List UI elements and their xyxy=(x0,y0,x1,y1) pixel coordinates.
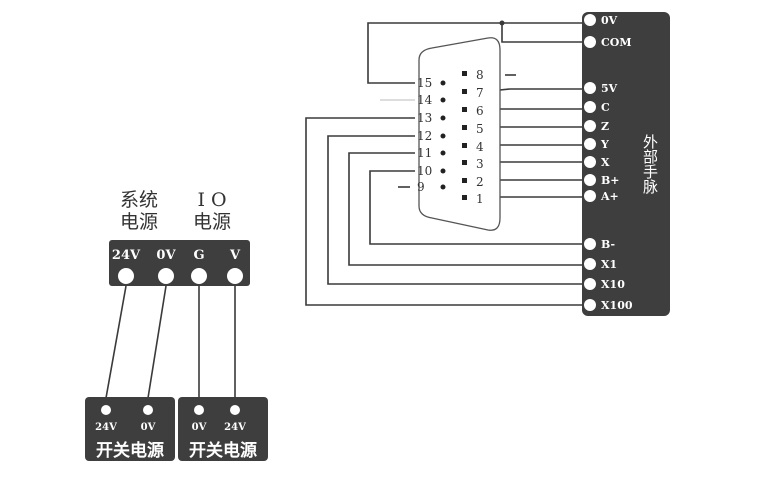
switch-power-right-pins: 0V 24V xyxy=(192,405,246,433)
db15-pin-dot xyxy=(462,71,467,76)
terminal-block-label: 24V xyxy=(112,248,141,263)
db15-pin-label: 10 xyxy=(417,164,432,178)
db15-pin-dot xyxy=(440,80,446,86)
db15-pin-dot xyxy=(440,133,446,139)
db15-pin-label: 1 xyxy=(476,192,484,206)
handwheel-terminal-dot xyxy=(584,238,596,250)
handwheel-terminal-label: 5V xyxy=(601,82,618,95)
terminal-block-screw xyxy=(227,268,243,284)
io-power-line2: 电源 xyxy=(193,211,231,233)
handwheel-terminal-label: Y xyxy=(600,138,609,151)
terminal-block-screw xyxy=(118,268,134,284)
handwheel-terminal-dot xyxy=(584,278,596,290)
system-power-line1: 系统 xyxy=(120,189,158,211)
db15-pin-label: 2 xyxy=(476,175,484,189)
db15-pin-label: 13 xyxy=(417,111,432,125)
handwheel-title: 外部手脉 xyxy=(641,134,659,194)
wire-junction xyxy=(499,20,505,26)
db15-pin-dot xyxy=(462,125,467,130)
db15-pin-label: 3 xyxy=(476,157,484,171)
handwheel-terminal-dot xyxy=(584,258,596,270)
switch-power-pin-label: 0V xyxy=(141,422,156,433)
handwheel-terminal-dot xyxy=(584,101,596,113)
terminal-block-label: V xyxy=(229,248,241,263)
handwheel-terminal-label: COM xyxy=(601,36,632,49)
handwheel-terminal-dot xyxy=(584,190,596,202)
db15-pin-label: 7 xyxy=(476,86,484,100)
db15-pin-label: 4 xyxy=(476,140,484,154)
switch-power-pin-label: 24V xyxy=(95,422,117,433)
terminal-block-screw xyxy=(191,268,207,284)
db15-pin-dot xyxy=(462,89,467,94)
switch-power-right-caption: 开关电源 xyxy=(189,440,257,461)
io-power-line1: I O xyxy=(197,189,226,211)
db15-top-row: 8 7 6 5 4 3 2 1 xyxy=(462,68,484,206)
db15-pin-dot xyxy=(462,178,467,183)
db15-shell xyxy=(418,37,501,231)
db15-pin-dot xyxy=(440,97,446,103)
handwheel-terminal-label: B- xyxy=(601,238,615,251)
db15-bottom-row: 15 14 13 12 11 10 9 xyxy=(417,76,446,194)
db15-pin-label: 14 xyxy=(417,93,433,107)
handwheel-terminal-label: B+ xyxy=(601,174,620,187)
handwheel-terminal-label: X1 xyxy=(601,258,617,271)
db15-connector: 8 7 6 5 4 3 2 1 15 14 13 12 11 10 9 xyxy=(417,37,501,231)
handwheel-terminal-label: X xyxy=(601,156,610,169)
handwheel-wires xyxy=(305,20,585,306)
db15-pin-dot xyxy=(440,150,446,156)
handwheel-terminal-label: C xyxy=(601,101,610,114)
handwheel-terminal-label: X10 xyxy=(601,278,625,291)
handwheel-terminal-dot xyxy=(584,299,596,311)
db15-pin-dot xyxy=(440,184,446,190)
handwheel-terminal-label: Z xyxy=(601,120,609,133)
switch-power-left-pins: 24V 0V xyxy=(95,405,156,433)
switch-power-terminal xyxy=(230,405,240,415)
switch-power-terminal xyxy=(143,405,153,415)
db15-pin-label: 12 xyxy=(417,129,432,143)
terminal-block-label: 0V xyxy=(156,248,176,263)
switch-power-pin-label: 24V xyxy=(224,422,246,433)
handwheel-terminal-dot xyxy=(584,120,596,132)
db15-pin-dot xyxy=(440,115,446,121)
db15-pin-label: 6 xyxy=(476,104,484,118)
db15-pin-dot xyxy=(462,143,467,148)
handwheel-terminal-dot xyxy=(584,82,596,94)
handwheel-terminal-dot xyxy=(584,14,596,26)
handwheel-terminal-dot xyxy=(584,138,596,150)
terminal-block: 24V 0V G V xyxy=(109,240,250,286)
terminal-block-terminals: 24V 0V G V xyxy=(112,248,243,284)
terminal-block-screw xyxy=(158,268,174,284)
db15-pin-dot xyxy=(440,168,446,174)
handwheel-terminal-dot xyxy=(584,156,596,168)
handwheel-terminal-label: X100 xyxy=(601,299,633,312)
system-power-line2: 电源 xyxy=(120,211,158,233)
db15-pin-dot xyxy=(462,160,467,165)
terminal-block-label: G xyxy=(193,248,204,263)
db15-pin-dot xyxy=(462,195,467,200)
switch-power-terminal xyxy=(194,405,204,415)
switch-power-left: 24V 0V 开关电源 xyxy=(85,397,175,461)
switch-power-left-caption: 开关电源 xyxy=(96,440,164,461)
handwheel-terminal-dot xyxy=(584,174,596,186)
switch-power-right: 0V 24V 开关电源 xyxy=(178,397,268,461)
switch-power-pin-label: 0V xyxy=(192,422,207,433)
db15-pin-label: 5 xyxy=(476,122,484,136)
db15-pin-dot xyxy=(462,107,467,112)
handwheel-terminal-label: 0V xyxy=(601,14,618,27)
switch-power-terminal xyxy=(101,405,111,415)
handwheel-terminal-label: A+ xyxy=(600,190,619,203)
db15-pin-label: 8 xyxy=(476,68,484,82)
db15-pin-label: 15 xyxy=(417,76,432,90)
handwheel-terminal-dot xyxy=(584,36,596,48)
power-wires xyxy=(105,285,236,399)
db15-pin-label: 11 xyxy=(417,146,432,160)
db15-pin-label: 9 xyxy=(417,180,425,194)
